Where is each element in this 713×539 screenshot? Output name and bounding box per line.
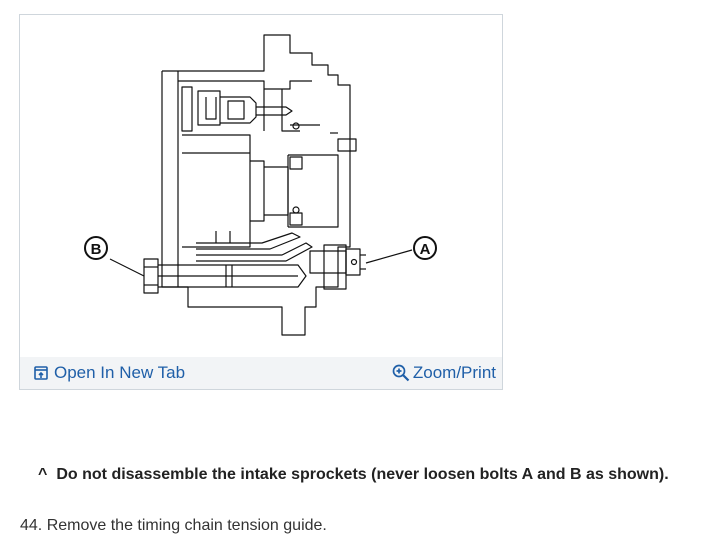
step-text: Remove the timing chain tension guide. [46, 517, 327, 534]
procedure-step: 44. Remove the timing chain tension guid… [20, 517, 327, 535]
intake-sprocket-diagram: A B [84, 34, 437, 336]
open-in-new-tab-icon [34, 366, 48, 380]
zoom-print-label: Zoom/Print [412, 363, 496, 382]
figure-toolbar: Open In New Tab Zoom/Print [20, 357, 502, 389]
figure-card: A B Open In New Tab [19, 14, 503, 390]
note-marker: ^ [38, 466, 48, 483]
leader-line-a [365, 249, 413, 264]
zoom-in-icon [392, 364, 410, 382]
caution-note: ^ Do not disassemble the intake sprockets… [38, 466, 669, 484]
open-in-new-tab-button[interactable]: Open In New Tab [34, 363, 185, 383]
callout-a: A [413, 236, 437, 260]
callout-a-label: A [420, 241, 431, 258]
callout-b-label: B [91, 241, 102, 258]
step-number: 44. [20, 517, 43, 534]
open-in-new-tab-label: Open In New Tab [54, 363, 186, 382]
zoom-print-button[interactable]: Zoom/Print [392, 363, 496, 383]
note-text: Do not disassemble the intake sprockets … [56, 466, 669, 483]
housing-outline [161, 34, 351, 336]
callout-b: B [84, 236, 108, 260]
leader-line-b [109, 258, 145, 277]
